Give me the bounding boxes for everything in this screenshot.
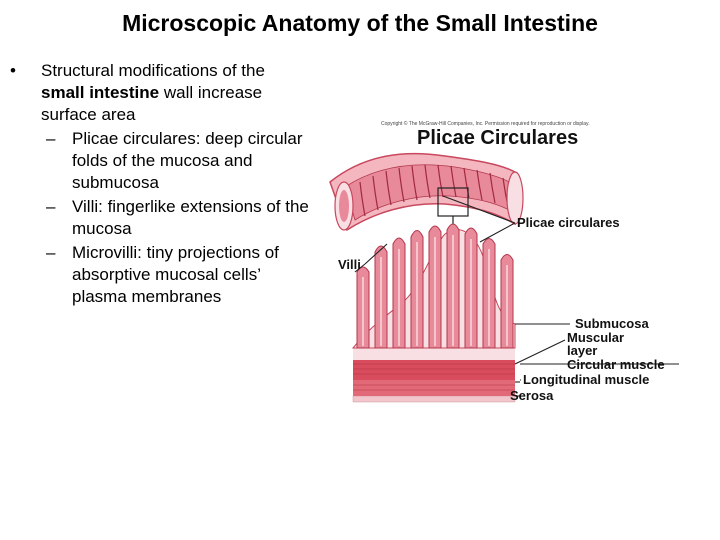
label-submucosa: Submucosa	[575, 316, 649, 331]
label-longitudinal-muscle: Longitudinal muscle	[523, 372, 649, 387]
label-serosa: Serosa	[510, 388, 554, 403]
bullet-text: Structural modifications of the small in…	[10, 60, 310, 126]
plicae-figure: Copyright © The McGraw-Hill Companies, I…	[325, 112, 720, 412]
figure-copyright: Copyright © The McGraw-Hill Companies, I…	[381, 120, 590, 127]
label-plicae-circulares: Plicae circulares	[517, 215, 620, 230]
label-circular-muscle: Circular muscle	[567, 357, 665, 372]
label-layer: layer	[567, 343, 597, 358]
body-text: • Structural modifications of the small …	[10, 60, 310, 308]
sub-bullet-marker: –	[46, 197, 56, 216]
main-bullet: • Structural modifications of the small …	[10, 60, 310, 126]
bullet-text-end: wall increase surface area	[41, 83, 263, 124]
intestine-tube	[329, 152, 524, 232]
sub-bullet-marker: –	[46, 243, 56, 262]
plicae-diagram: Copyright © The McGraw-Hill Companies, I…	[329, 120, 679, 403]
sub-bullet-microvilli: – Microvilli: tiny projections of absorp…	[10, 242, 310, 308]
leader-lines	[354, 195, 679, 397]
label-villi: Villi	[338, 257, 361, 272]
label-muscular: Muscular	[567, 330, 624, 345]
sub-bullet-text: Villi: fingerlike extensions of the muco…	[72, 197, 309, 238]
sub-bullet-villi: – Villi: fingerlike extensions of the mu…	[10, 196, 310, 240]
sub-bullet-text: Microvilli: tiny projections of absorpti…	[72, 243, 279, 306]
bullet-text-bold: small intestine	[41, 83, 160, 102]
bullet-marker: •	[10, 61, 16, 80]
villus-cores	[362, 235, 508, 346]
slide-title: Microscopic Anatomy of the Small Intesti…	[122, 10, 598, 36]
bullet-text-start: Structural modifications of the	[41, 61, 265, 80]
figure-title: Plicae Circulares	[417, 127, 578, 149]
sub-bullet-text: Plicae circulares: deep circular folds o…	[72, 129, 303, 192]
sub-bullet-marker: –	[46, 129, 56, 148]
sub-bullet-plicae: – Plicae circulares: deep circular folds…	[10, 128, 310, 194]
